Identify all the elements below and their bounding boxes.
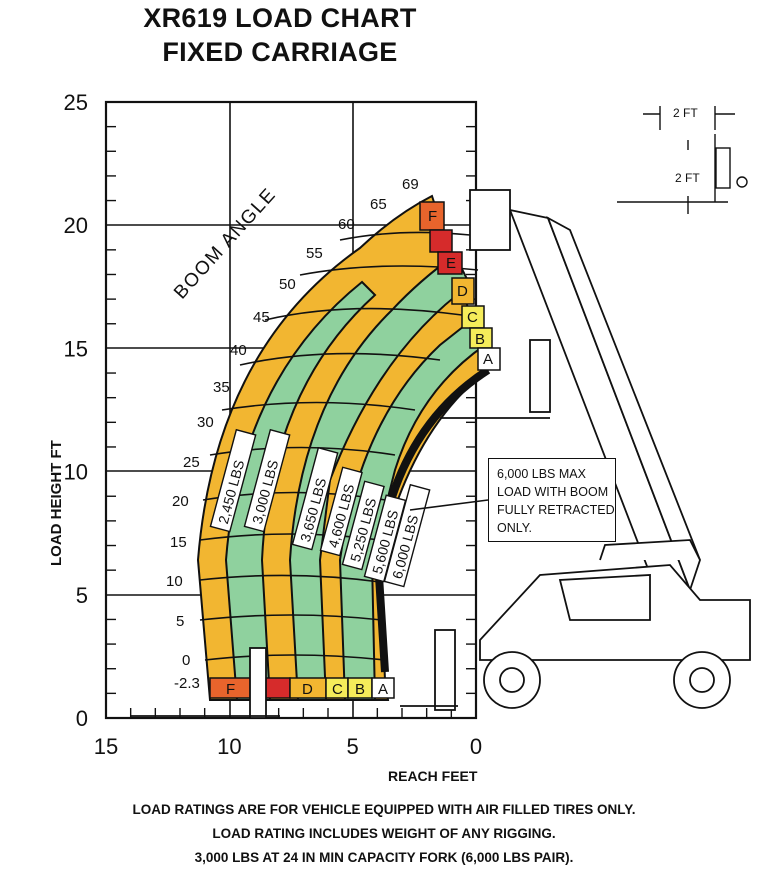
zone-label-F-bottom: F: [226, 681, 235, 698]
y-tick-label: 0: [76, 706, 88, 731]
boom-angle-value: 69: [402, 176, 419, 193]
boom-angle-value: 10: [166, 573, 183, 590]
zone-label-C-bottom: C: [332, 681, 343, 698]
fork-dimension-diagram: [617, 106, 748, 214]
boom-angle-value: -2.3: [174, 675, 200, 692]
boom-angle-value: 0: [182, 652, 190, 669]
boom-angle-value: 20: [172, 493, 189, 510]
minor-ticks: [106, 125, 476, 718]
retracted-note-box: 6,000 LBS MAX LOAD WITH BOOM FULLY RETRA…: [488, 458, 616, 542]
boom-angle-value: 25: [183, 454, 200, 471]
zone-A-top: [477, 347, 501, 371]
x-tick-label: 5: [347, 734, 359, 759]
zone-label-D-top: D: [457, 283, 468, 300]
fork-dim-top: 2 FT: [673, 106, 698, 120]
chart-title-line1: XR619 LOAD CHART: [143, 3, 417, 33]
zone-E-top: [437, 251, 463, 275]
zone-A-bottom: [371, 677, 395, 699]
boom-angle-value: 30: [197, 414, 214, 431]
boom-angle-value: 55: [306, 245, 323, 262]
x-tick-label: 0: [470, 734, 482, 759]
zone-label-F-top: F: [428, 208, 437, 225]
note-line4: ONLY.: [497, 521, 532, 535]
boom-angle-value: 35: [213, 379, 230, 396]
x-tick-label: 10: [217, 734, 241, 759]
zone-label-B-bottom: B: [355, 681, 365, 698]
note-line1: 6,000 LBS MAX: [497, 467, 586, 481]
x-axis-label: REACH FEET: [388, 768, 478, 784]
y-tick-label: 10: [64, 460, 88, 485]
x-axis-ticks: 15 10 5 0: [94, 734, 482, 759]
y-axis-ticks: 25 20 15 10 5 0: [64, 90, 88, 731]
footer-line3: 3,000 LBS AT 24 IN MIN CAPACITY FORK (6,…: [194, 850, 574, 865]
note-line3: FULLY RETRACTED: [497, 503, 615, 517]
footer-line1: LOAD RATINGS ARE FOR VEHICLE EQUIPPED WI…: [132, 802, 636, 817]
zone-label-B-top: B: [475, 331, 485, 348]
boom-angle-value: 40: [230, 342, 247, 359]
boom-angle-value: 15: [170, 534, 187, 551]
boom-angle-value: 5: [176, 613, 184, 630]
zone-D-top: [451, 277, 475, 305]
y-tick-label: 20: [64, 213, 88, 238]
y-tick-label: 25: [64, 90, 88, 115]
zone-label-E-top: E: [446, 255, 456, 272]
boom-angle-value: 45: [253, 309, 270, 326]
zone-label-C-top: C: [467, 309, 478, 326]
zone-label-A-bottom: A: [378, 681, 388, 698]
footer-line2: LOAD RATING INCLUDES WEIGHT OF ANY RIGGI…: [212, 826, 556, 841]
y-tick-label: 5: [76, 583, 88, 608]
chart-title-line2: FIXED CARRIAGE: [162, 37, 398, 67]
boom-angle-value: 50: [279, 276, 296, 293]
zone-label-A-top: A: [483, 351, 493, 368]
boom-angle-value: 65: [370, 196, 387, 213]
note-line2: LOAD WITH BOOM: [497, 485, 609, 499]
y-axis-label: LOAD HEIGHT FT: [48, 440, 65, 566]
boom-angle-value: 60: [338, 216, 355, 233]
zone-label-D-bottom: D: [302, 681, 313, 698]
fork-dim-side: 2 FT: [675, 171, 700, 185]
zone-E-red: [429, 229, 453, 253]
y-tick-label: 15: [64, 336, 88, 361]
x-tick-label: 15: [94, 734, 118, 759]
